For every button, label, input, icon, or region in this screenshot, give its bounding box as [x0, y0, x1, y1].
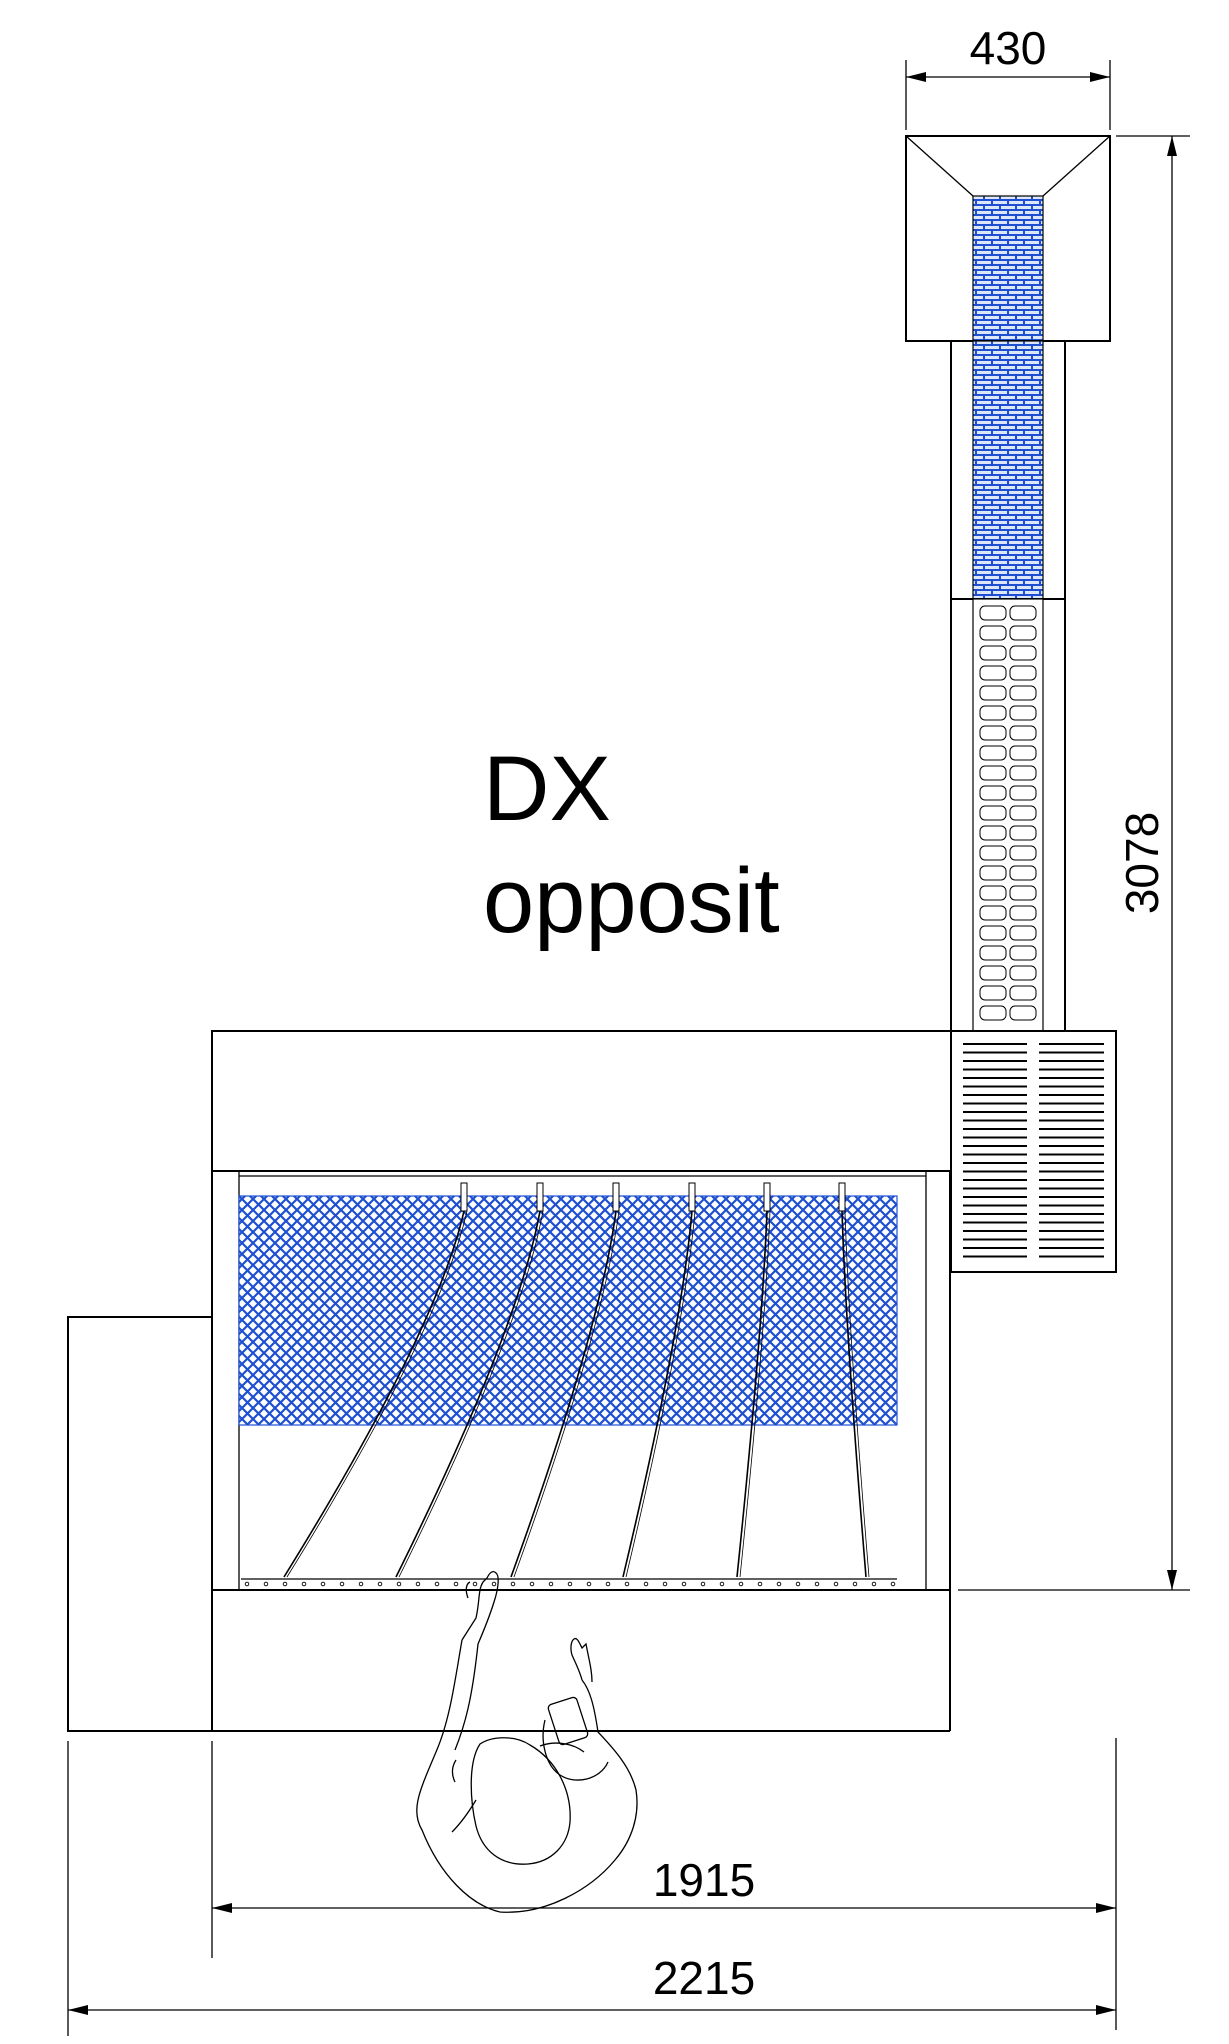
dimension-3078: 3078: [958, 135, 1190, 1591]
dim-3078-label: 3078: [1116, 812, 1168, 914]
booth-body: [211, 1171, 951, 1732]
operator-figure: [416, 1571, 638, 1913]
dimension-430: 430: [905, 22, 1111, 130]
dim-1915-label: 1915: [653, 1854, 755, 1906]
overall-outline: [67, 1316, 212, 1732]
chain-links: [979, 605, 1037, 1021]
booth-hood: [211, 1030, 952, 1172]
grate-holes: [244, 1581, 896, 1587]
chimney-pipe: [950, 340, 1066, 1032]
chimney-head: [905, 135, 1111, 342]
louver-box: [950, 1030, 1117, 1273]
view-label-line2: opposit: [483, 850, 780, 952]
filter-rods: [283, 1182, 870, 1578]
dimension-1915: 1915: [211, 1738, 1117, 2030]
dimension-2215: 2215: [67, 1741, 1116, 2036]
dim-430-label: 430: [970, 22, 1047, 74]
view-label-line1: DX: [483, 738, 611, 840]
dim-2215-label: 2215: [653, 1952, 755, 2004]
